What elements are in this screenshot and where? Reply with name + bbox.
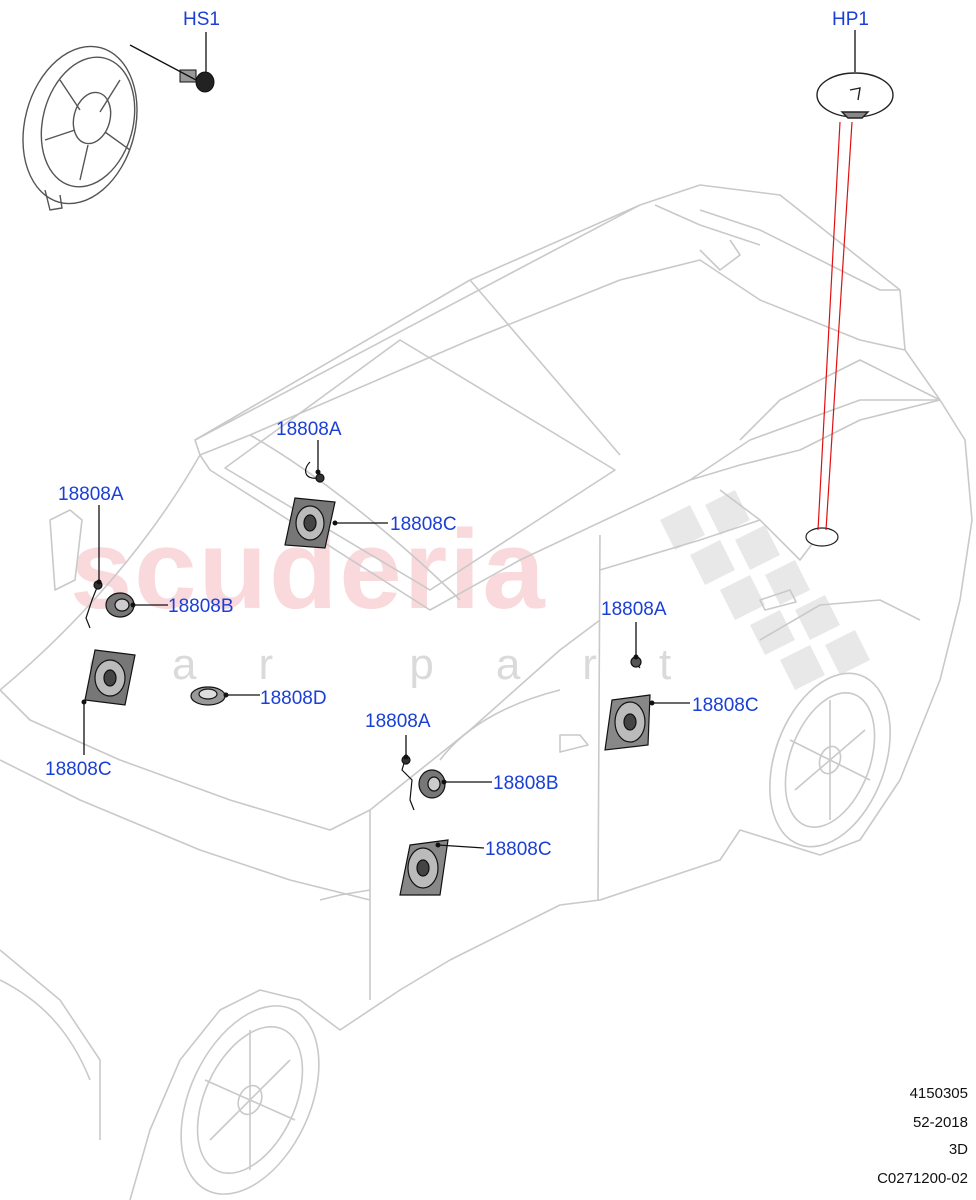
callout-18808a-rear-door[interactable]: 18808A — [601, 599, 667, 620]
callout-18808a-front[interactable]: 18808A — [58, 484, 124, 505]
callout-18808a-centre[interactable]: 18808A — [276, 419, 342, 440]
leader-dots — [81, 469, 655, 848]
callout-hp1[interactable]: HP1 — [832, 9, 869, 30]
headliner-mic-in-vehicle — [805, 527, 839, 547]
callout-18808b-front[interactable]: 18808B — [168, 596, 234, 617]
callout-18808c-rear-door[interactable]: 18808C — [692, 695, 759, 716]
callout-18808c-front-door[interactable]: 18808C — [485, 839, 552, 860]
callout-18808a-front-door[interactable]: 18808A — [365, 711, 431, 732]
checkered-flag-watermark — [660, 490, 870, 690]
reference-code: C0271200-02 — [877, 1170, 968, 1187]
reference-view: 3D — [948, 1141, 968, 1158]
subwoofer-hs1-part — [22, 45, 138, 211]
reference-date: 52-2018 — [912, 1114, 968, 1131]
callout-18808b-front-door[interactable]: 18808B — [493, 773, 559, 794]
callout-18808c-front[interactable]: 18808C — [45, 759, 112, 780]
leader-lines — [83, 30, 856, 849]
callout-18808c-centre[interactable]: 18808C — [390, 514, 457, 535]
headliner-microphone-hp1-part — [816, 72, 894, 119]
reference-number: 4150305 — [909, 1085, 968, 1102]
callout-18808d[interactable]: 18808D — [260, 688, 327, 709]
subwoofer-connector — [179, 69, 215, 93]
watermark-sub: car part — [88, 640, 734, 689]
red-leader-lines — [817, 121, 853, 531]
vehicle-outline — [0, 184, 973, 1200]
speaker-parts — [84, 461, 651, 896]
callout-hs1[interactable]: HS1 — [183, 9, 220, 30]
